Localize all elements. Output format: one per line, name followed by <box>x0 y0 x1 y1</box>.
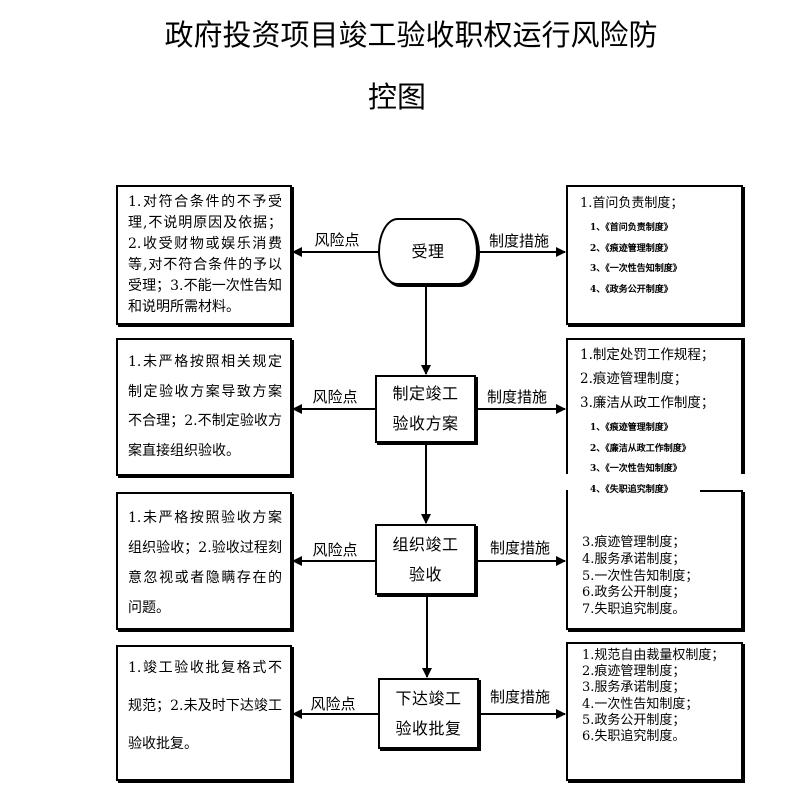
measure-label: 制度措施 <box>486 388 547 406</box>
measure-doc-item: 4、《政务公开制度》 <box>590 285 673 296</box>
measure-label: 制度措施 <box>488 232 549 250</box>
measure-text-line: 3.痕迹管理制度； <box>582 535 686 550</box>
measure-text-line: 3.服务承诺制度； <box>582 680 686 696</box>
measure-text-line: 2.痕迹管理制度； <box>580 371 688 387</box>
risk-text-line: 不合理；2.不制定验收方 <box>128 413 282 429</box>
risk-text-line: 案直接组织验收。 <box>128 442 240 459</box>
measure-doc-item: 4、《失职追究制度》 <box>590 485 673 496</box>
measure-doc-item: 1、《首问负责制度》 <box>590 223 673 233</box>
risk-text-line: 1.未严格按照相关规定 <box>128 354 282 370</box>
measure-text-line: 1.规范自由裁量权制度； <box>582 648 725 663</box>
step-label: 受理 <box>411 241 445 261</box>
measure-text-line: 1.制定处罚工作规程； <box>580 347 715 363</box>
measure-text-line: 4.服务承诺制度； <box>582 551 686 567</box>
measure-text-line: 5.政务公开制度； <box>582 712 686 728</box>
measure-doc-item: 1、《痕迹管理制度》 <box>590 423 673 433</box>
measure-doc-item: 3、《一次性告知制度》 <box>590 464 682 475</box>
measure-text-line: 4.一次性告知制度； <box>582 696 699 712</box>
page-title-line-2: 控图 <box>367 80 426 114</box>
risk-text-line: 1.对符合条件的不予受 <box>128 194 282 210</box>
step-approval: 下达竣工 验收批复 <box>378 678 479 749</box>
step-organize: 组织竣工 验收 <box>375 524 476 595</box>
risk-text-line: 1.未严格按照验收方案 <box>128 510 282 526</box>
measure-text-line: 2.痕迹管理制度； <box>582 664 686 680</box>
risk-text-line: 2.收受财物或娱乐消费 <box>128 236 282 252</box>
risk-text-line: 组织验收；2.验收过程刻 <box>128 540 282 556</box>
step-label: 组织竣工 <box>392 534 459 554</box>
risk-text-line: 规范；2.未及时下达竣工 <box>128 698 282 714</box>
page-title-line-1: 政府投资项目竣工验收职权运行风险防 <box>164 18 658 52</box>
measure-doc-item: 2、《廉洁从政工作制度》 <box>590 443 691 454</box>
risk-label: 风险点 <box>310 695 356 713</box>
measure-text-line: 3.廉洁从政工作制度； <box>580 395 715 411</box>
risk-text-line: 和说明所需材料。 <box>128 299 240 315</box>
step-acceptance: 受理 <box>378 218 478 285</box>
risk-text-line: 受理；3.不能一次性告知 <box>128 278 282 294</box>
measure-doc-item: 3、《一次性告知制度》 <box>590 264 682 275</box>
measure-doc-item: 2、《痕迹管理制度》 <box>590 243 673 254</box>
risk-box-plan: 1.未严格按照相关规定 制定验收方案导致方案 不合理；2.不制定验收方 案直接组… <box>116 338 292 476</box>
risk-box-organize: 1.未严格按照验收方案 组织验收；2.验收过程刻 意忽视或者隐瞒存在的 问题。 <box>116 492 292 630</box>
risk-label: 风险点 <box>312 388 358 406</box>
risk-box-approval: 1.竣工验收批复格式不 规范；2.未及时下达竣工 验收批复。 <box>116 645 292 781</box>
measure-text-line: 1.首问负责制度； <box>580 196 684 211</box>
risk-text-line: 1.竣工验收批复格式不 <box>128 660 282 676</box>
step-label: 验收方案 <box>392 414 459 433</box>
risk-text-line: 意忽视或者隐瞒存在的 <box>128 570 282 586</box>
risk-text-line: 理,不说明原因及依据； <box>128 215 282 231</box>
step-label: 验收批复 <box>395 718 462 738</box>
risk-text-line: 问题。 <box>128 600 170 616</box>
risk-label: 风险点 <box>312 541 358 559</box>
measure-box-plan: 1.制定处罚工作规程； 2.痕迹管理制度； 3.廉洁从政工作制度； 1、《痕迹管… <box>566 338 743 495</box>
overlap-patch <box>568 474 700 522</box>
risk-text-line: 等,对不符合条件的予以 <box>128 257 282 273</box>
measure-label: 制度措施 <box>489 688 550 706</box>
measure-text-line: 6.政务公开制度； <box>582 585 686 601</box>
measure-text-line: 5.一次性告知制度； <box>582 568 699 584</box>
step-label: 验收 <box>408 564 442 584</box>
measure-box-acceptance: 1.首问负责制度； 1、《首问负责制度》 2、《痕迹管理制度》 3、《一次性告知… <box>566 185 743 325</box>
risk-box-acceptance: 1.对符合条件的不予受 理,不说明原因及依据； 2.收受财物或娱乐消费 等,对不… <box>116 185 292 325</box>
step-label: 下达竣工 <box>395 688 462 708</box>
measure-box-approval: 1.规范自由裁量权制度； 2.痕迹管理制度； 3.服务承诺制度； 4.一次性告知… <box>566 642 743 781</box>
risk-text-line: 制定验收方案导致方案 <box>128 383 282 400</box>
measure-label: 制度措施 <box>489 539 550 557</box>
step-label: 制定竣工 <box>392 384 459 403</box>
risk-text-line: 验收批复。 <box>128 736 198 752</box>
measure-text-line: 7.失职追究制度。 <box>582 602 686 617</box>
risk-label: 风险点 <box>314 231 360 249</box>
step-plan: 制定竣工 验收方案 <box>375 375 476 443</box>
measure-text-line: 6.失职追究制度。 <box>582 729 686 745</box>
